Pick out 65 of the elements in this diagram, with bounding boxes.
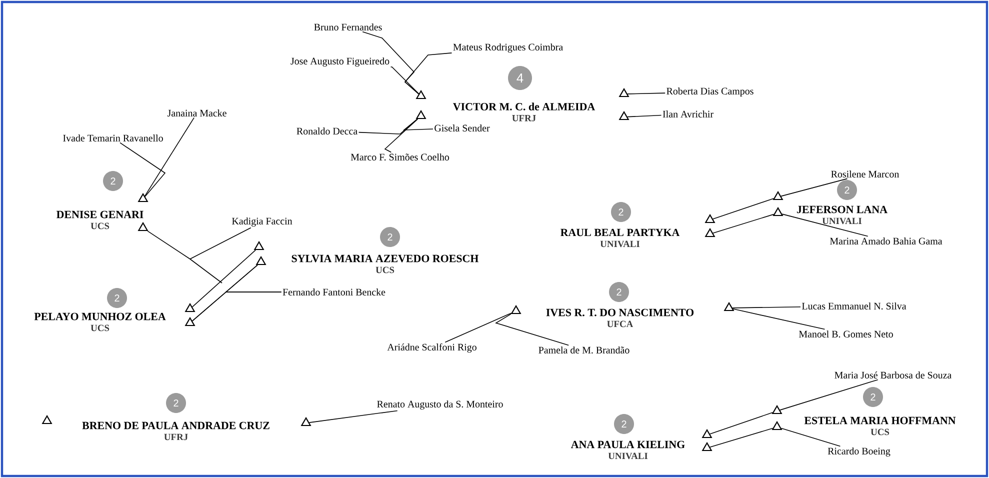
coauthor-name: Janaina Macke (167, 109, 226, 116)
researcher-label: SYLVIA MARIA AZEVEDO ROESCH UCS (292, 254, 479, 274)
coauthor-name: Jose Augusto Figueiredo (290, 57, 390, 67)
coauthor-name: Manoel B. Gomes Neto (798, 330, 893, 338)
researcher-label: ANA PAULA KIELING UNIVALI (570, 440, 685, 460)
researcher-label: ESTELA MARIA HOFFMANN UCS (804, 416, 956, 436)
connector-line (710, 428, 774, 448)
count-badge: 2 (107, 288, 127, 308)
connector-line (627, 114, 662, 118)
count-badge: 2 (614, 414, 634, 434)
connector-line (782, 214, 868, 237)
coauthor-name: Ariádne Scalfoni Rigo (387, 343, 476, 353)
connector-line (404, 52, 452, 94)
count-badge: 2 (166, 393, 186, 413)
coauthor-name: Marina Amado Bahia Gama (830, 237, 942, 244)
connector-line (780, 428, 841, 447)
coauthor-name: Marco F. Simões Coelho (350, 153, 450, 161)
connector-line (732, 308, 826, 330)
coauthor-name: Ronaldo Decca (296, 127, 358, 134)
coauthor-name: Fernando Fantoni Bencke (282, 288, 386, 296)
connector-line (224, 264, 282, 292)
connector-line (192, 250, 256, 308)
coauthor-name: Lucas Emmanuel N. Silva (802, 302, 906, 310)
connector-line (732, 306, 801, 308)
connector-line (627, 92, 666, 94)
coauthor-name: Renato Augusto da S. Monteiro (377, 400, 503, 410)
count-badge: 2 (611, 202, 631, 222)
connector-line (712, 198, 774, 220)
connector-line (144, 117, 194, 196)
connector-line (120, 142, 166, 197)
connector-line (780, 178, 848, 197)
coauthor-name: Mateus Rodrigues Coimbra (453, 43, 563, 53)
count-badge: 4 (508, 66, 532, 90)
researcher-label: RAUL BEAL PARTYKA UNIVALI (560, 228, 680, 248)
researcher-label: IVES R. T. DO NASCIMENTO UFCA (546, 308, 694, 328)
connector-line (384, 118, 418, 153)
connector-line (780, 379, 878, 410)
coauthor-name: Gisela Sender (434, 124, 490, 132)
researcher-label: JEFERSON LANA UNIVALI (796, 206, 888, 224)
coauthor-name: Maria José Barbosa de Souza (834, 371, 952, 378)
count-badge: 2 (380, 227, 400, 247)
connector-line (710, 412, 773, 434)
connector-line (444, 312, 512, 343)
connector-line (495, 314, 569, 346)
coauthor-name: Pamela de M. Brandão (538, 346, 630, 354)
count-badge: 2 (103, 171, 123, 191)
researcher-label: BRENO DE PAULA ANDRADE CRUZ UFRJ (82, 422, 270, 440)
coauthor-name: Ricardo Boeing (828, 447, 890, 457)
connector-line (402, 118, 434, 130)
count-badge: 2 (609, 282, 629, 302)
researcher-label: DENISE GENARI UCS (56, 210, 144, 230)
coauthor-name: Ilan Avrichir (662, 110, 714, 118)
connector-line (390, 66, 420, 94)
researcher-label: VICTOR M. C. de ALMEIDA UFRJ (453, 102, 596, 122)
coauthor-name: Rosilene Marcon (831, 170, 900, 178)
researcher-label: PELAYO MUNHOZ OLEA UCS (34, 312, 166, 332)
coauthor-name: Roberta Dias Campos (666, 87, 754, 97)
connector-line (308, 410, 398, 423)
connector-line (712, 214, 774, 234)
connector-line (147, 227, 252, 284)
coauthor-name: Bruno Fernandes (314, 23, 382, 30)
coauthor-name: Ivade Temarin Ravanello (63, 134, 163, 142)
count-badge: 2 (837, 180, 857, 200)
count-badge: 2 (863, 387, 883, 407)
coauthor-name: Kadigia Faccin (232, 217, 292, 227)
